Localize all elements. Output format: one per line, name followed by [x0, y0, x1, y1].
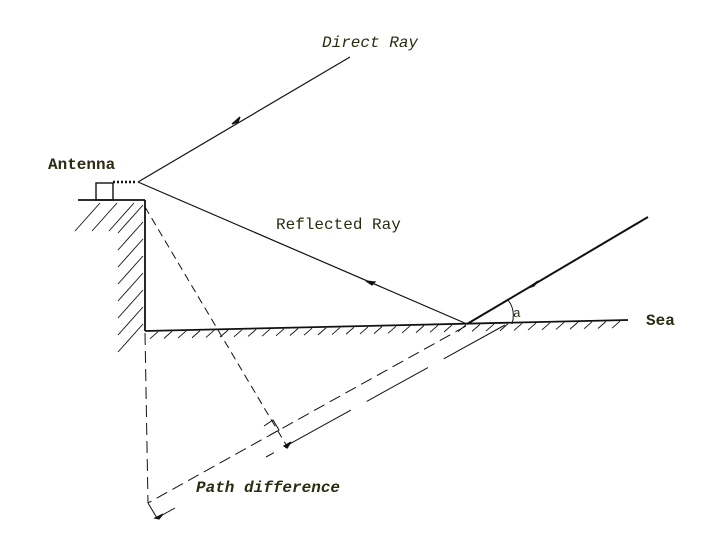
- sea-hatch-line: [611, 320, 621, 329]
- sea-hatch-line: [527, 322, 537, 331]
- sea-surface: [144, 319, 629, 332]
- cliff-hatch-line: [117, 255, 144, 285]
- angle-arc: [507, 299, 514, 325]
- cliff-hatch-line: [117, 238, 144, 268]
- sea-hatch-line: [317, 327, 327, 336]
- sea-hatch-line: [387, 325, 397, 334]
- sea-hatch-line: [303, 327, 313, 336]
- sea-hatch-line: [359, 326, 369, 335]
- sea-hatch-line: [569, 321, 579, 330]
- dimension-arrow-upper: [282, 441, 292, 449]
- sea-hatching: [149, 320, 621, 340]
- reflected-ray-arrow: [365, 280, 377, 286]
- sea-label: Sea: [646, 312, 675, 330]
- direct-ray-label: Direct Ray: [322, 34, 418, 52]
- image-vertical-dashed: [144, 332, 149, 504]
- path-difference-dimension: [265, 324, 506, 458]
- incident-ray: [466, 216, 649, 325]
- cliff-hatch-line: [117, 289, 144, 319]
- sea-hatch-line: [429, 324, 439, 333]
- sea-hatch-line: [345, 326, 355, 335]
- sea-hatch-line: [401, 325, 411, 334]
- cliff-hatch-line: [108, 202, 135, 232]
- dimension-arrow-lower: [153, 513, 164, 520]
- sea-hatch-line: [191, 330, 201, 339]
- dimension-tick-lower: [147, 502, 158, 519]
- sea-hatch-line: [331, 327, 341, 335]
- image-path-dashed: [147, 325, 467, 504]
- sea-hatch-line: [149, 331, 159, 340]
- direct-ray: [137, 56, 351, 183]
- sea-hatch-line: [597, 321, 607, 329]
- sea-hatch-line: [541, 322, 551, 331]
- cliff-hatch-line: [117, 204, 144, 234]
- sea-hatch-line: [163, 331, 173, 339]
- path-difference-label: Path difference: [196, 479, 340, 497]
- angle-label: a: [513, 306, 521, 321]
- direct-ray-arrow: [231, 116, 241, 125]
- cliff-hatch-line: [117, 221, 144, 251]
- sea-hatch-line: [261, 328, 271, 337]
- sea-hatch-line: [177, 330, 187, 339]
- cliff-hatch-line: [117, 306, 144, 336]
- cliff-hatching: [74, 202, 144, 353]
- sea-hatch-line: [247, 329, 257, 337]
- sea-hatch-line: [275, 328, 285, 337]
- right-angle-marker: [263, 419, 280, 436]
- sea-hatch-line: [513, 323, 523, 331]
- sea-hatch-line: [555, 322, 565, 330]
- cliff-hatch-line: [74, 202, 101, 232]
- sea-hatch-line: [583, 321, 593, 330]
- cliff-hatch-line: [117, 272, 144, 302]
- reflected-ray-label: Reflected Ray: [276, 216, 401, 234]
- sea-hatch-line: [499, 323, 509, 332]
- sea-hatch-line: [485, 323, 495, 332]
- sea-hatch-line: [373, 326, 383, 334]
- sea-hatch-line: [205, 330, 215, 338]
- sea-hatch-line: [443, 324, 453, 333]
- antenna-box: [95, 182, 114, 201]
- cliff-hatch-line: [91, 202, 118, 232]
- incident-ray-arrow: [527, 280, 539, 289]
- perpendicular-dashed: [144, 206, 289, 449]
- antenna-label: Antenna: [48, 156, 116, 174]
- cliff-hatch-line: [117, 323, 144, 353]
- sea-hatch-line: [289, 328, 299, 336]
- sea-hatch-line: [233, 329, 243, 338]
- reflected-ray: [137, 181, 468, 325]
- sea-hatch-line: [471, 324, 481, 332]
- sea-hatch-line: [415, 325, 425, 333]
